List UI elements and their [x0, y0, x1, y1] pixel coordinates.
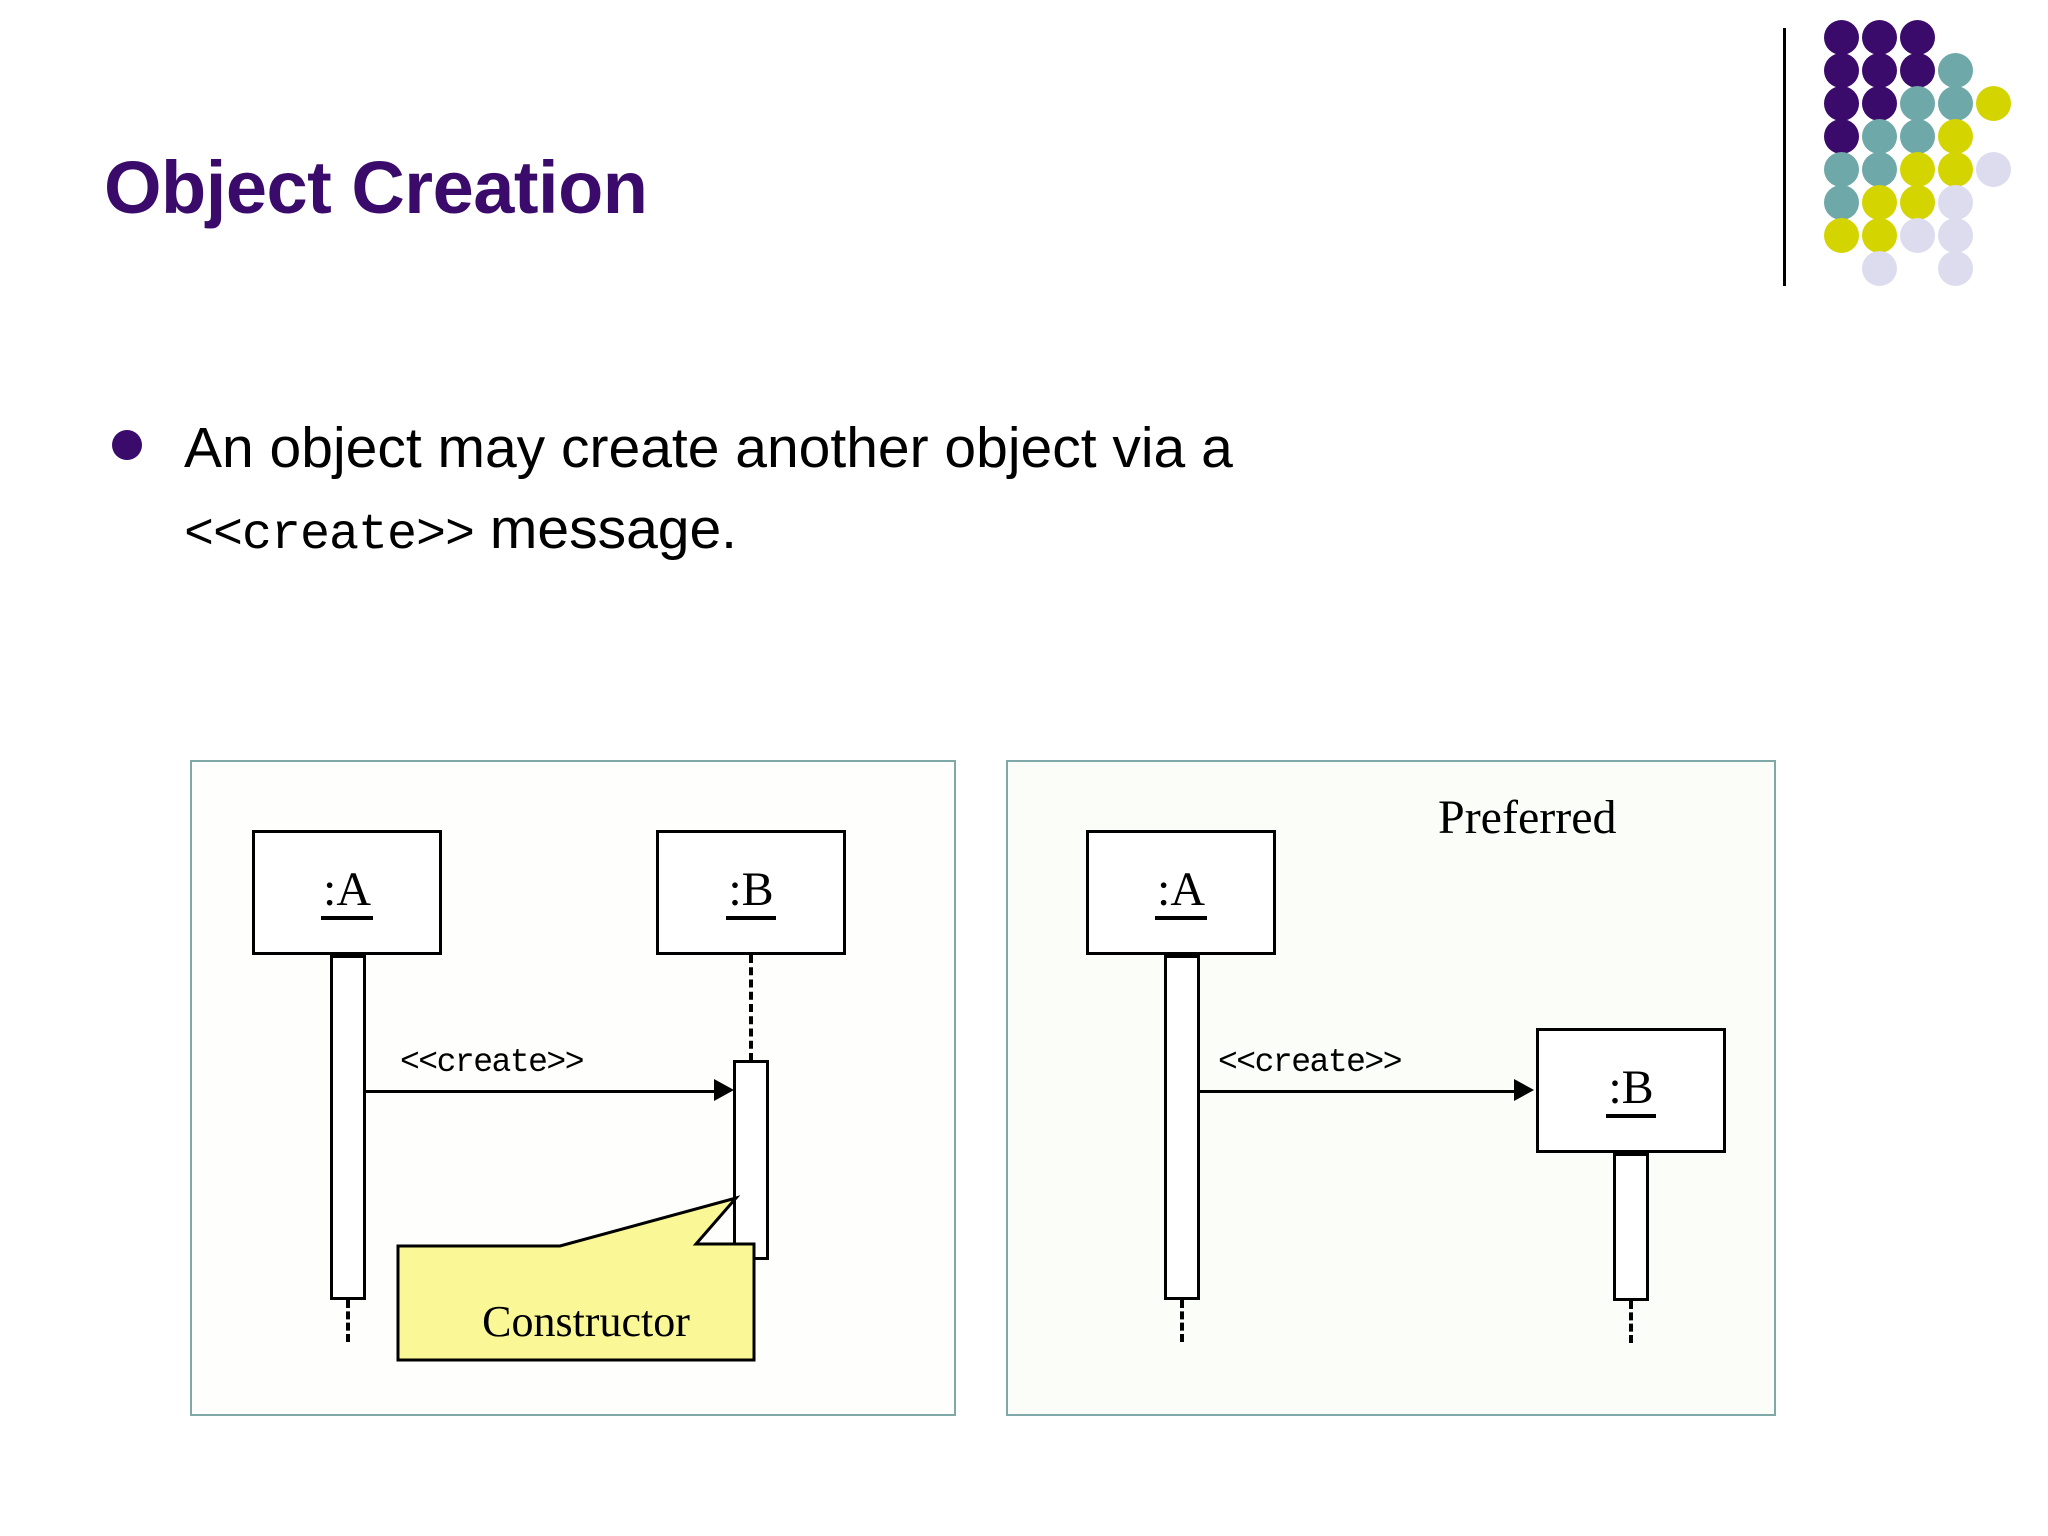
left-create-message-arrowhead: [714, 1079, 734, 1101]
decoration-dot: [1976, 152, 2011, 187]
constructor-note-shape: [396, 1195, 756, 1362]
bullet-create-stereotype: <<create>>: [184, 506, 475, 564]
decoration-dot: [1938, 152, 1973, 187]
decoration-dot: [1862, 185, 1897, 220]
constructor-note: Constructor: [396, 1188, 756, 1418]
decoration-dot: [1862, 251, 1897, 286]
bullet-line-1: An object may create another object via …: [184, 416, 1233, 480]
decoration-dot: [1862, 20, 1897, 55]
bullet-item-text: An object may create another object via …: [184, 408, 1233, 571]
decoration-dot: [1862, 119, 1897, 154]
header-dot-grid-decoration: [1824, 20, 2044, 286]
left-object-a-lifeline: [346, 1300, 350, 1342]
decoration-dot: [1900, 86, 1935, 121]
right-object-a-activation-bar: [1164, 955, 1200, 1300]
bullet-point-icon: [112, 430, 142, 460]
decoration-dot: [1824, 119, 1859, 154]
right-create-message-label: <<create>>: [1218, 1044, 1403, 1081]
right-object-a-lifeline: [1180, 1300, 1184, 1342]
right-object-b-lifeline: [1629, 1301, 1633, 1343]
decoration-dot: [1824, 185, 1859, 220]
decoration-dot: [1900, 119, 1935, 154]
page-title: Object Creation: [104, 146, 648, 229]
right-create-message-line: [1200, 1090, 1516, 1093]
decoration-dot: [1824, 53, 1859, 88]
bullet-line-2-rest: message.: [474, 496, 738, 561]
left-create-message-line: [366, 1090, 716, 1093]
header-vertical-rule: [1783, 28, 1786, 286]
decoration-dot: [1900, 185, 1935, 220]
decoration-dot: [1938, 218, 1973, 253]
decoration-dot: [1938, 185, 1973, 220]
decoration-dot: [1938, 119, 1973, 154]
decoration-dot: [1900, 53, 1935, 88]
left-object-a-activation-bar: [330, 955, 366, 1300]
bullet-line-2: <<create>> message.: [184, 489, 1233, 571]
constructor-note-label: Constructor: [482, 1297, 690, 1346]
decoration-dot: [1900, 218, 1935, 253]
right-object-b-activation-bar: [1613, 1153, 1649, 1301]
right-create-message-arrowhead: [1514, 1079, 1534, 1101]
decoration-dot: [1824, 152, 1859, 187]
decoration-dot: [1824, 20, 1859, 55]
decoration-dot: [1900, 20, 1935, 55]
decoration-dot: [1824, 86, 1859, 121]
decoration-dot: [1976, 86, 2011, 121]
left-object-b-label: :B: [726, 864, 776, 921]
decoration-dot: [1900, 152, 1935, 187]
decoration-dot: [1938, 53, 1973, 88]
left-create-message-label: <<create>>: [400, 1044, 585, 1081]
decoration-dot: [1862, 86, 1897, 121]
decoration-dot: [1824, 218, 1859, 253]
left-object-b-box: :B: [656, 830, 846, 955]
right-object-b-box: :B: [1536, 1028, 1726, 1153]
right-object-b-label: :B: [1606, 1062, 1656, 1119]
decoration-dot: [1938, 86, 1973, 121]
left-object-a-label: :A: [321, 864, 373, 921]
left-object-a-box: :A: [252, 830, 442, 955]
right-object-a-box: :A: [1086, 830, 1276, 955]
decoration-dot: [1938, 251, 1973, 286]
right-object-a-label: :A: [1155, 864, 1207, 921]
decoration-dot: [1862, 53, 1897, 88]
decoration-dot: [1862, 152, 1897, 187]
left-object-b-lifeline: [749, 955, 753, 1061]
preferred-caption: Preferred: [1438, 791, 1617, 844]
decoration-dot: [1862, 218, 1897, 253]
